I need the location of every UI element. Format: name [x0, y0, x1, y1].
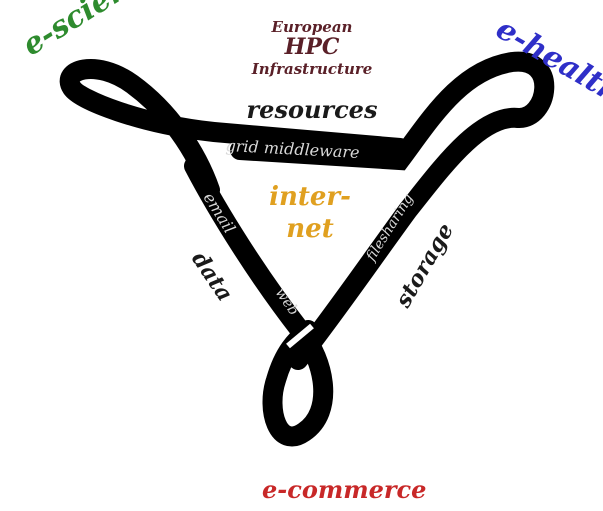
label-european: European: [271, 18, 353, 36]
knot-band-segment-top-left-loop: [59, 59, 410, 200]
label-hpc: HPC: [284, 34, 340, 60]
label-infrastructure: Infrastructure: [251, 60, 373, 78]
label-resources: resources: [246, 95, 378, 124]
label-e-commerce: e-commerce: [262, 475, 427, 504]
label-internet-line1: inter-: [269, 182, 351, 212]
label-internet-line2: net: [286, 214, 334, 244]
knot-band-crossing-gap: [286, 323, 314, 349]
knot-band-segment-left-diagonal: [184, 156, 334, 447]
knot-band-segment-top-right-loop: [230, 51, 555, 370]
